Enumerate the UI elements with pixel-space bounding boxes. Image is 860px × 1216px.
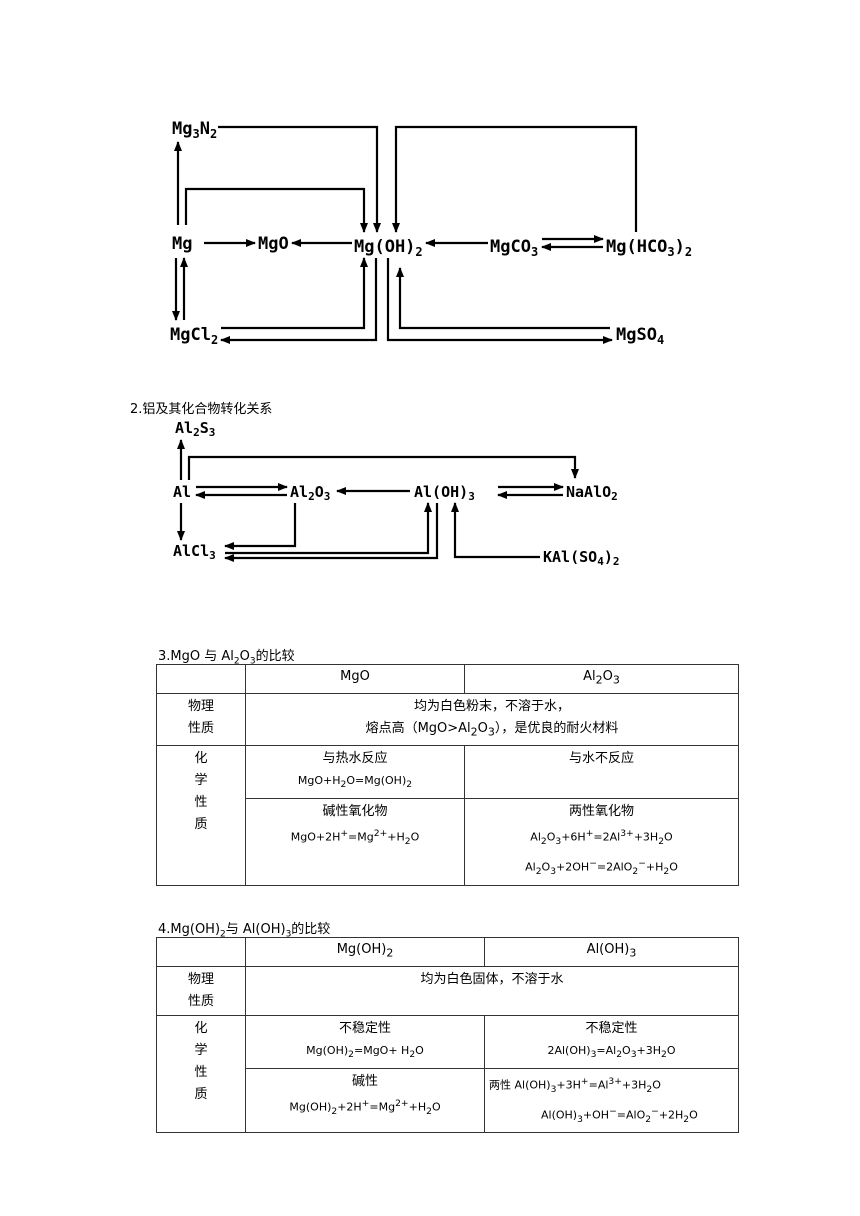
table-row-physical: 物理性质 均为白色固体，不溶于水 [156,965,739,1016]
aloh3-instability: 不稳定性 2Al(OH)3=Al2O3+3H2O [484,1014,739,1069]
label-mgso4: MgSO4 [616,325,664,347]
label-al2s3: Al2S3 [175,419,215,439]
label-mg3n2: Mg3N2 [172,119,217,141]
table-row-chem-2: 碱性氧化物 MgO+2H+=Mg2++H2O 两性氧化物 Al2O3+6H+=2… [157,798,739,887]
aloh3-amphoteric: 两性 Al(OH)3+3H+=Al3++3H2O Al(OH)3+OH−=AlO… [484,1067,739,1134]
arrow-mgso4-to-mgoh2 [396,267,610,330]
label-al2o3: Al2O3 [290,483,330,503]
mgo-al2o3-table: MgO Al2O3 物理性质 均为白色粉末，不溶于水， 熔点高（MgO>Al2O… [156,664,739,887]
row-label-chemical: 化学性质 [156,1014,246,1134]
mgoh2-instability: 不稳定性 Mg(OH)2=MgO+ H2O [245,1014,485,1069]
physical-properties-cell: 均为白色粉末，不溶于水， 熔点高（MgO>Al2O3），是优良的耐火材料 [245,692,739,747]
arrow-mg-to-mgoh2 [184,187,368,233]
label-mgoh2: Mg(OH)2 [354,237,423,259]
arrow-al-to-naalo2 [187,455,579,480]
label-aloh3: Al(OH)3 [414,483,475,503]
col-header-aloh3: Al(OH)3 [484,937,739,967]
al2o3-amphoteric-oxide: 两性氧化物 Al2O3+6H+=2Al3++3H2O Al2O3+2OH−=2A… [464,798,739,887]
table-row-chem-1: 化学性质 与热水反应 MgO+H2O=Mg(OH)2 与水不反应 [156,745,739,887]
label-kalso42: KAl(SO4)2 [543,548,619,568]
table-header-row: Mg(OH)2 Al(OH)3 [156,937,739,967]
label-alcl3: AlCl3 [173,542,216,562]
arrow-mgcl2-to-mgoh2 [221,257,368,330]
row-label-physical: 物理性质 [156,965,246,1016]
arrow-mghco32-to-mgoh2 [392,125,638,233]
table-row-chem-1: 化学性质 不稳定性 Mg(OH)2=MgO+ H2O 不稳定性 2Al(OH)3… [156,1014,739,1134]
label-mgo: MgO [258,234,289,254]
arrow-mgoh2-to-mgcl2 [220,258,378,344]
label-naalo2: NaAlO2 [566,483,618,503]
col-header-mgo: MgO [245,664,465,694]
arrow-kalso42-to-aloh3 [451,502,540,559]
al2o3-water-reaction: 与水不反应 [464,745,739,800]
table-row-chem-2: 碱性 Mg(OH)2+2H+=Mg2++H2O 两性 Al(OH)3+3H+=A… [157,1067,739,1134]
col-header-mgoh2: Mg(OH)2 [245,937,485,967]
section3-title: 3.MgO 与 Al2O3的比较 [158,649,295,667]
physical-properties-cell: 均为白色固体，不溶于水 [245,965,739,1016]
arrow-aloh3-to-alcl3 [224,503,439,562]
col-header-al2o3: Al2O3 [464,664,739,694]
label-mg: Mg [172,234,192,254]
arrow-mgoh2-to-mgso4 [386,258,613,344]
section4-title: 4.Mg(OH)2与 Al(OH)3的比较 [158,922,331,940]
arrow-alcl3-to-aloh3 [225,502,432,555]
section2-title: 2.铝及其化合物转化关系 [130,402,273,417]
empty-cell [156,664,246,694]
mgo-basic-oxide: 碱性氧化物 MgO+2H+=Mg2++H2O [245,798,465,887]
label-mgco3: MgCO3 [490,237,538,259]
row-label-physical: 物理性质 [156,692,246,747]
hydroxide-comparison-table: Mg(OH)2 Al(OH)3 物理性质 均为白色固体，不溶于水 化学性质 不稳… [156,937,739,1134]
arrow-mg3n2-to-mgoh2 [218,125,381,233]
label-mgcl2: MgCl2 [170,325,218,347]
table-header-row: MgO Al2O3 [156,664,739,694]
label-al: Al [173,483,191,501]
mgoh2-basicity: 碱性 Mg(OH)2+2H+=Mg2++H2O [245,1067,485,1134]
arrow-al2o3-to-alcl3 [224,503,297,550]
mgo-water-reaction: 与热水反应 MgO+H2O=Mg(OH)2 [245,745,465,800]
row-label-chemical: 化学性质 [156,745,246,887]
magnesium-conversion-diagram: Mg3N2 Mg MgO Mg(OH)2 MgCO3 Mg(HCO3)2 MgC… [170,119,692,347]
aluminum-conversion-diagram: Al2S3 Al Al2O3 Al(OH)3 NaAlO2 AlCl3 KAl(… [173,419,619,568]
empty-cell [156,937,246,967]
table-row-physical: 物理性质 均为白色粉末，不溶于水， 熔点高（MgO>Al2O3），是优良的耐火材… [156,692,739,747]
